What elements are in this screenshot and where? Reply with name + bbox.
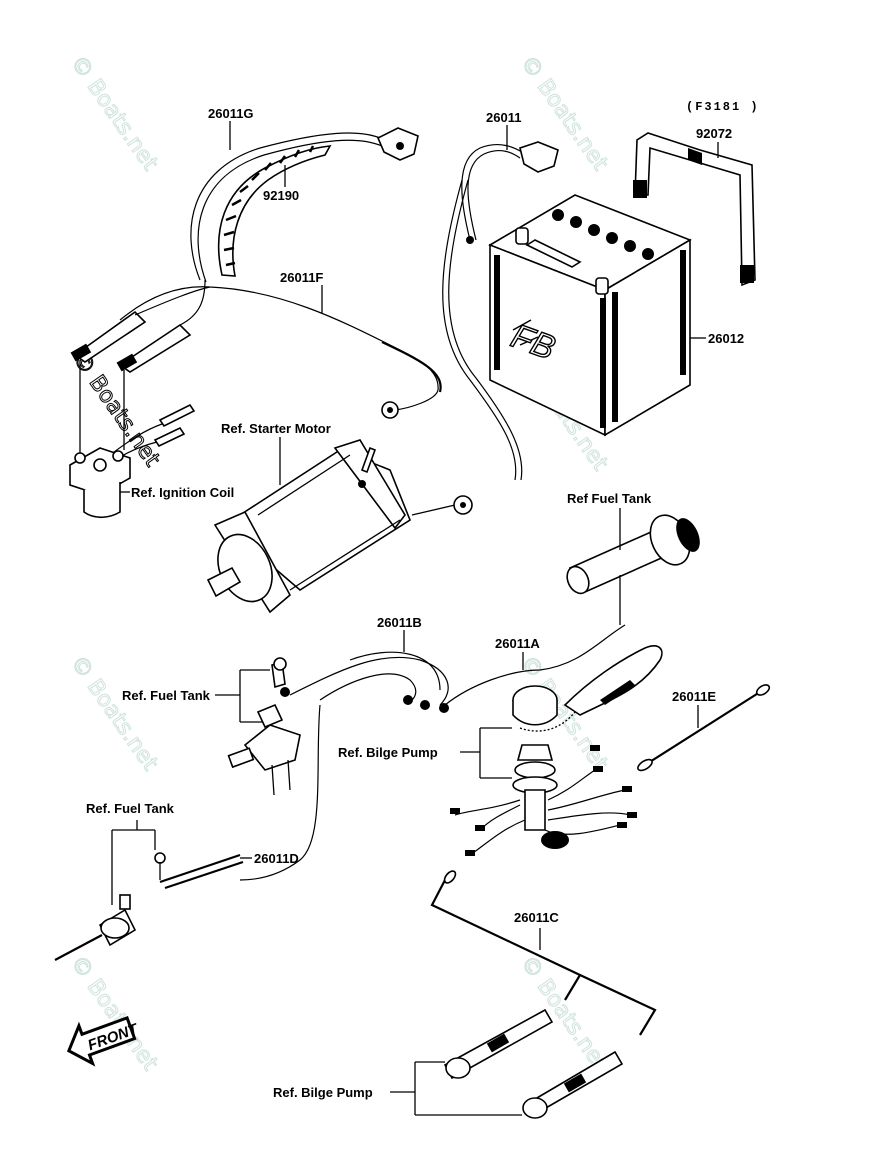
callout-92072: 92072 [696,126,732,141]
fuel-petcock-mid[interactable] [227,657,301,796]
bilge-pump-sensors[interactable] [443,1008,624,1119]
watermark: © Boats.net [515,951,613,1076]
figure-code: (F3181 ) [686,100,760,114]
callout-26012: 26012 [708,331,744,346]
ignition-coil[interactable] [69,447,131,519]
sleeve-92190[interactable] [217,145,332,277]
watermark: © Boats.net [65,651,163,776]
cable-26011e[interactable] [636,683,771,773]
cable-26011c[interactable] [430,869,657,1036]
battery-26012[interactable]: FB [488,194,692,437]
watermark: © Boats.net [65,51,163,176]
fuel-tank-fitting-right[interactable] [563,509,705,597]
cable-26011a[interactable] [439,624,626,713]
callout-92190: 92190 [263,188,299,203]
callout-26011f: 26011F [280,270,323,285]
callout-26011e: 26011E [672,689,716,704]
cable-26011f[interactable] [119,286,442,419]
callout-26011d: 26011D [254,851,299,866]
callout-26011b: 26011B [377,615,422,630]
callout-26011: 26011 [486,110,521,125]
callout-ref-bilge-pump-mid: Ref. Bilge Pump [338,745,438,760]
callout-ref-fuel-tank-left: Ref. Fuel Tank [86,801,175,816]
cable-26011[interactable] [442,141,559,481]
cable-26011b[interactable] [239,651,449,881]
cable-26011g[interactable] [190,127,419,283]
callout-ref-fuel-tank-mid: Ref. Fuel Tank [122,688,211,703]
callout-ref-ignition-coil: Ref. Ignition Coil [131,485,234,500]
callout-26011a: 26011A [495,636,540,651]
callout-26011c: 26011C [514,910,559,925]
starter-motor[interactable] [206,439,473,614]
fuel-petcock-left[interactable] [54,852,244,961]
callout-26011g: 26011G [208,106,254,121]
callout-ref-starter-motor: Ref. Starter Motor [221,421,331,436]
callout-ref-fuel-tank-right: Ref Fuel Tank [567,491,652,506]
callout-ref-bilge-pump-bottom: Ref. Bilge Pump [273,1085,373,1100]
strap-92072[interactable] [633,132,756,287]
bilge-pump-assembly[interactable] [450,645,663,856]
